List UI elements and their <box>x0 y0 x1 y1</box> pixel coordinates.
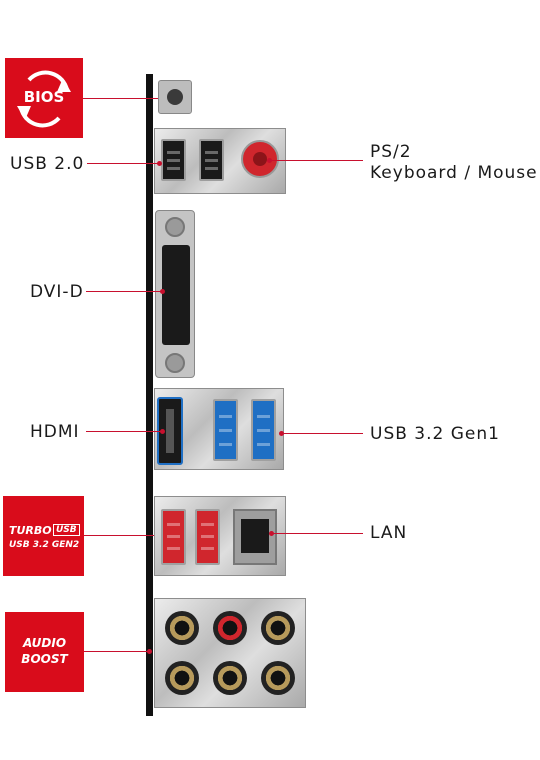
ps2-callout-dot <box>267 158 272 163</box>
audio-boost-text-2: BOOST <box>21 652 68 666</box>
dvid-port[interactable] <box>155 210 195 378</box>
audio-jack-5[interactable] <box>213 661 247 695</box>
turbo-usb-callout-line <box>84 535 162 536</box>
audio-boost-callout-line <box>84 651 150 652</box>
audio-boost-callout-dot <box>147 649 152 654</box>
dvid-callout-dot <box>160 289 165 294</box>
usb32-callout-dot <box>279 431 284 436</box>
dvid-screw-top <box>165 217 185 237</box>
turbo-usb-badge: TURBO USB USB 3.2 GEN2 <box>3 496 84 576</box>
lan-label: LAN <box>370 523 408 543</box>
turbo-usb-text-1: TURBO <box>9 524 52 537</box>
usb32-gen2-port-1[interactable] <box>161 509 186 565</box>
turbo-usb-text-1b: USB <box>53 524 80 536</box>
ps2-port[interactable] <box>241 140 279 178</box>
hdmi-callout-dot <box>160 429 165 434</box>
usb20-port-2[interactable] <box>199 139 224 181</box>
audio-jacks-plate <box>154 598 306 708</box>
audio-jack-4[interactable] <box>165 661 199 695</box>
hdmi-usb32-plate <box>154 388 284 470</box>
bios-badge-text: BIOS <box>23 88 65 106</box>
ps2-callout-line <box>270 160 363 161</box>
audio-boost-text-1: AUDIO <box>22 636 67 650</box>
hdmi-port[interactable] <box>157 397 183 465</box>
bios-flashback-badge: BIOS <box>5 58 83 138</box>
bios-flashback-button[interactable] <box>158 80 192 114</box>
audio-jack-mic[interactable] <box>213 611 247 645</box>
audio-jack-1[interactable] <box>165 611 199 645</box>
bios-refresh-icon <box>17 70 71 128</box>
audio-jack-3[interactable] <box>261 611 295 645</box>
usb32-label: USB 3.2 Gen1 <box>370 424 500 444</box>
usb32-gen1-port-2[interactable] <box>251 399 276 461</box>
bios-button-cap <box>167 89 183 105</box>
hdmi-callout-line <box>86 431 164 432</box>
ps2-label-line1: PS/2 <box>370 142 412 162</box>
io-shield-bar <box>146 74 153 716</box>
dvid-label: DVI-D <box>30 282 84 302</box>
audio-jack-6[interactable] <box>261 661 295 695</box>
usb32-gen1-port-1[interactable] <box>213 399 238 461</box>
turbo-usb-text-2: USB 3.2 GEN2 <box>9 540 80 550</box>
usb20-label: USB 2.0 <box>10 154 85 174</box>
lan-callout-dot <box>269 531 274 536</box>
lan-port[interactable] <box>233 509 277 565</box>
dvid-callout-line <box>86 291 164 292</box>
lan-callout-line <box>272 533 363 534</box>
hdmi-label: HDMI <box>30 422 80 442</box>
bios-callout-line <box>83 98 163 99</box>
dvid-connector <box>162 245 190 345</box>
usb20-port-1[interactable] <box>161 139 186 181</box>
usb20-callout-dot <box>157 161 162 166</box>
usb32gen2-lan-plate <box>154 496 286 576</box>
usb32-gen2-port-2[interactable] <box>195 509 220 565</box>
usb20-ps2-plate <box>154 128 286 194</box>
usb32-callout-line <box>283 433 363 434</box>
dvid-screw-bottom <box>165 353 185 373</box>
audio-boost-badge: AUDIO BOOST <box>5 612 84 692</box>
usb20-callout-line <box>87 163 161 164</box>
ps2-label-line2: Keyboard / Mouse <box>370 163 538 183</box>
